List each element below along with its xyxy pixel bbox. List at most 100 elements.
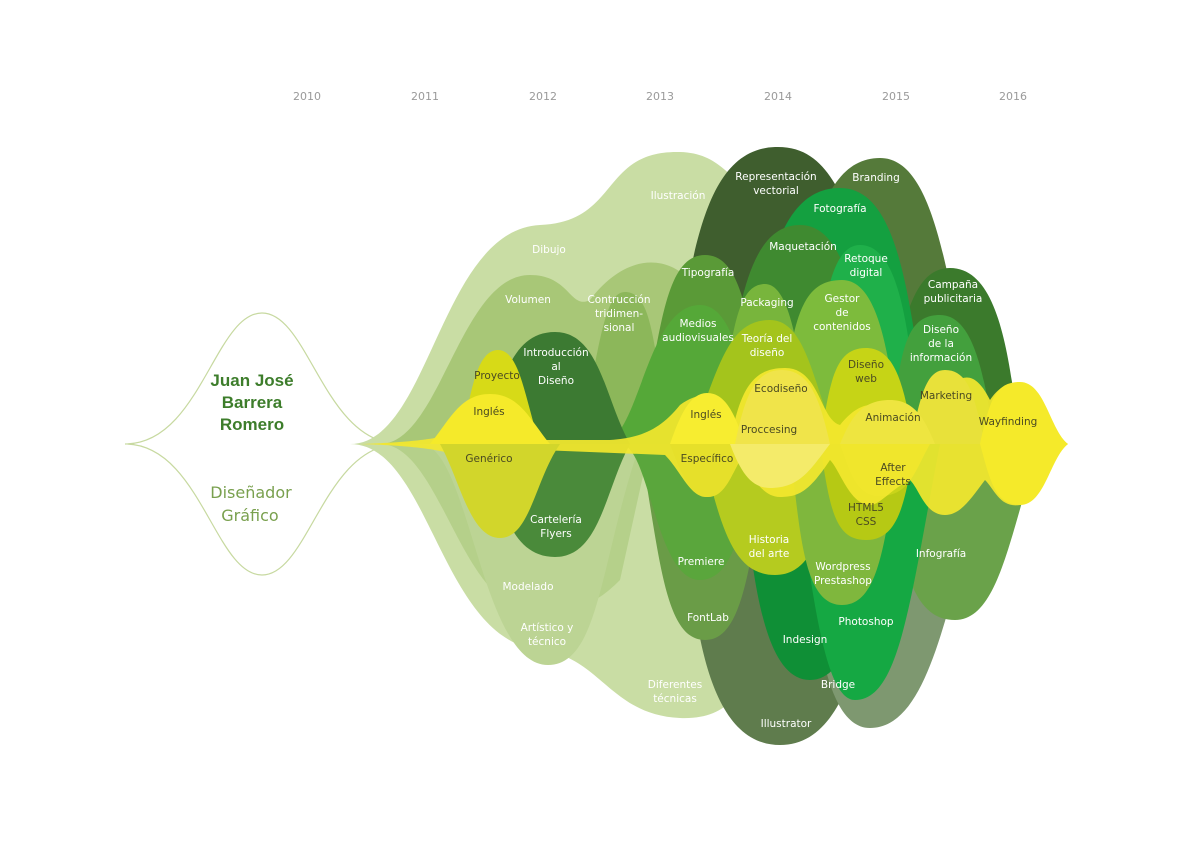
label-line: Inglés [473, 406, 504, 418]
label-ilustracion: Ilustración [651, 190, 706, 202]
label-line: Campaña [928, 279, 978, 291]
label-diseno-web: Diseño web [848, 359, 884, 385]
label-premiere: Premiere [678, 556, 725, 568]
label-line: publicitaria [924, 293, 983, 305]
label-proccesing: Proccesing [741, 424, 797, 436]
label-line: Historia [749, 534, 790, 546]
label-line: Indesign [783, 634, 828, 646]
label-line: Diferentes [648, 679, 702, 691]
label-line: Proccesing [741, 424, 797, 436]
label-line: de la [928, 338, 954, 350]
label-line: Genérico [465, 453, 512, 465]
role-line-1: Diseñador [210, 483, 292, 502]
stream-ingles2 [670, 393, 745, 444]
stream-animacion [840, 400, 935, 444]
label-generico: Genérico [465, 453, 512, 465]
year-2016: 2016 [999, 90, 1027, 103]
label-line: Packaging [740, 297, 793, 309]
year-2011: 2011 [411, 90, 439, 103]
label-line: del arte [749, 548, 790, 560]
role-line-2: Gráfico [221, 506, 278, 525]
label-line: vectorial [753, 185, 799, 197]
label-line: Representación [735, 171, 816, 183]
label-line: diseño [750, 347, 785, 359]
label-line: Marketing [920, 390, 972, 402]
label-line: Teoría del [741, 333, 793, 345]
stream-shapes [350, 146, 1068, 745]
stream-ingles1 [430, 394, 550, 444]
label-line: Ilustración [651, 190, 706, 202]
label-line: CSS [856, 516, 877, 528]
label-line: Diseño [848, 359, 884, 371]
label-line: Inglés [690, 409, 721, 421]
label-ingles2: Inglés [690, 409, 721, 421]
label-proyecto: Proyecto [474, 370, 520, 382]
label-line: Dibujo [532, 244, 566, 256]
label-line: Artístico y [521, 622, 574, 634]
year-2014: 2014 [764, 90, 792, 103]
stream-marketing [910, 370, 985, 444]
label-fotografia: Fotografía [813, 203, 866, 215]
label-line: Tipografía [681, 267, 735, 279]
label-representacion: Representación vectorial [735, 171, 816, 197]
label-line: Retoque [844, 253, 888, 265]
label-modelado: Modelado [502, 581, 553, 593]
label-line: Premiere [678, 556, 725, 568]
label-maquetacion: Maquetación [769, 241, 837, 253]
label-photoshop: Photoshop [838, 616, 894, 628]
label-line: FontLab [687, 612, 729, 624]
label-line: Branding [852, 172, 900, 184]
stream-especifico [670, 444, 745, 497]
label-especifico: Específico [681, 453, 734, 465]
year-2010: 2010 [293, 90, 321, 103]
name-line-2: Barrera [222, 393, 283, 412]
label-retoque: Retoque digital [844, 253, 888, 279]
label-line: información [910, 352, 972, 364]
label-infografia: Infografía [916, 548, 966, 560]
label-line: HTML5 [848, 502, 884, 514]
label-line: tridimen- [595, 308, 643, 320]
label-line: audiovisuales [662, 332, 734, 344]
name-line-3: Romero [220, 415, 284, 434]
stream-ecodiseno [735, 370, 830, 444]
label-diferentes: Diferentes técnicas [648, 679, 702, 705]
label-line: Modelado [502, 581, 553, 593]
label-ecodiseno: Ecodiseño [754, 383, 807, 395]
label-illustrator: Illustrator [761, 718, 812, 730]
label-line: Contrucción [587, 294, 650, 306]
label-line: técnicas [653, 693, 697, 705]
label-line: Cartelería [530, 514, 582, 526]
stream-proccesing [730, 444, 830, 488]
label-line: técnico [528, 636, 566, 648]
label-line: Gestor [825, 293, 861, 305]
label-marketing: Marketing [920, 390, 972, 402]
label-line: digital [850, 267, 883, 279]
label-historia: Historia del arte [749, 534, 790, 560]
label-line: Introducción [523, 347, 588, 359]
label-teoria: Teoría del diseño [741, 333, 793, 359]
stream-wayfinding [980, 382, 1068, 505]
label-indesign: Indesign [783, 634, 828, 646]
label-line: Volumen [505, 294, 551, 306]
year-axis: 2010 2011 2012 2013 2014 2015 2016 [293, 90, 1027, 103]
name-line-1: Juan José [210, 371, 293, 390]
label-line: al [551, 361, 560, 373]
label-line: Flyers [540, 528, 571, 540]
label-line: web [855, 373, 877, 385]
year-2013: 2013 [646, 90, 674, 103]
label-campana: Campaña publicitaria [924, 279, 983, 305]
label-packaging: Packaging [740, 297, 793, 309]
label-line: Maquetación [769, 241, 837, 253]
label-line: Animación [865, 412, 920, 424]
stream-generico [440, 444, 560, 538]
label-line: Bridge [821, 679, 855, 691]
person-block: Juan José Barrera Romero Diseñador Gráfi… [210, 371, 293, 525]
label-artistico: Artístico y técnico [521, 622, 574, 648]
